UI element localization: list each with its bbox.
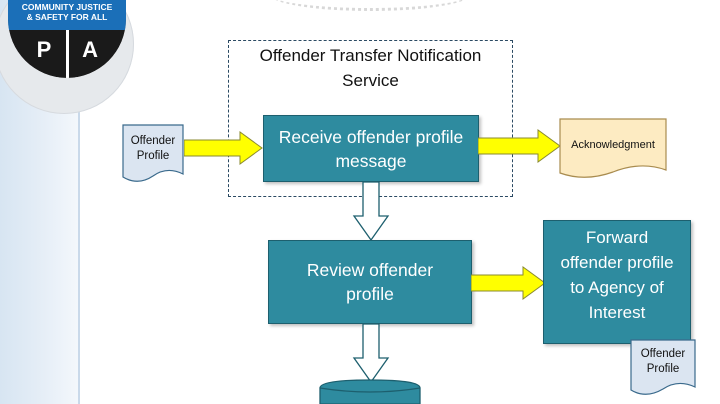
top-decorative-curve bbox=[270, 0, 470, 11]
offender-profile-input-label: Offender Profile bbox=[122, 134, 184, 164]
flow-arrow-review-to-datastore bbox=[352, 324, 390, 384]
logo-banner: COMMUNITY JUSTICE & SAFETY FOR ALL bbox=[8, 0, 126, 30]
flow-arrow-receive-to-review bbox=[352, 182, 390, 242]
review-line2: profile bbox=[346, 284, 394, 304]
output-document-shape bbox=[630, 339, 696, 395]
forward-line2: offender profile bbox=[560, 253, 674, 272]
organization-logo: COMMUNITY JUSTICE & SAFETY FOR ALL P A bbox=[8, 0, 126, 78]
offender-profile-output-line1: Offender bbox=[640, 348, 686, 360]
offender-profile-output-document: Offender Profile bbox=[630, 339, 696, 397]
offender-profile-output-label: Offender Profile bbox=[630, 347, 696, 377]
logo-letter-left: P bbox=[36, 37, 52, 62]
offender-profile-input-line1: Offender bbox=[130, 135, 176, 147]
acknowledgment-shape bbox=[559, 118, 667, 178]
forward-line3: to Agency of bbox=[570, 278, 664, 297]
logo-letter-right: A bbox=[82, 37, 98, 62]
service-title-line2: Service bbox=[342, 71, 399, 90]
forward-profile-process: Forward offender profile to Agency of In… bbox=[543, 220, 691, 344]
logo-divider bbox=[66, 30, 69, 78]
service-title: Offender Transfer Notification Service bbox=[228, 43, 513, 93]
offender-profile-output-line2: Profile bbox=[646, 363, 680, 375]
offender-profile-input-document: Offender Profile bbox=[122, 124, 184, 184]
logo-text-line2: & SAFETY FOR ALL bbox=[26, 12, 108, 22]
acknowledgment-document: Acknowledgment bbox=[559, 118, 667, 180]
flow-arrow-input-to-receive bbox=[184, 131, 263, 165]
forward-line1: Forward bbox=[585, 228, 649, 247]
flow-arrow-receive-to-acknowledgment bbox=[478, 129, 561, 163]
receive-profile-process: Receive offender profile message bbox=[263, 115, 479, 182]
flow-arrow-review-to-forward bbox=[471, 266, 546, 300]
offender-profile-input-line2: Profile bbox=[136, 150, 170, 162]
datastore-cylinder bbox=[319, 379, 421, 404]
review-profile-process: Review offender profile bbox=[268, 240, 472, 324]
receive-line2: message bbox=[335, 150, 407, 171]
logo-letters: P A bbox=[8, 30, 126, 70]
forward-line4: Interest bbox=[588, 303, 646, 322]
service-title-line1: Offender Transfer Notification bbox=[259, 46, 482, 65]
logo-text-line1: COMMUNITY JUSTICE bbox=[21, 2, 113, 12]
acknowledgment-label: Acknowledgment bbox=[571, 139, 655, 151]
document-shape bbox=[122, 124, 184, 182]
review-line1: Review offender bbox=[306, 260, 434, 280]
receive-line1: Receive offender profile bbox=[278, 126, 464, 147]
